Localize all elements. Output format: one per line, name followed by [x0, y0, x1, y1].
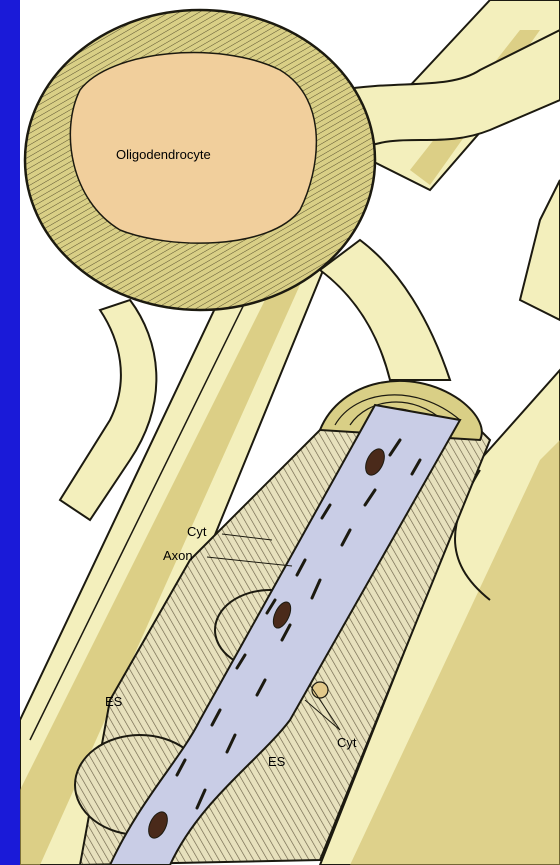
- label-cyt-lower: Cyt: [337, 735, 357, 750]
- label-axon: Axon: [163, 548, 193, 563]
- oligodendrocyte-myelin-diagram: Oligodendrocyte Cyt Axon ES ES Cyt: [20, 0, 560, 865]
- label-oligodendrocyte: Oligodendrocyte: [116, 147, 211, 162]
- cell-process-to-internode: [320, 240, 450, 380]
- label-cyt-upper: Cyt: [187, 524, 207, 539]
- diagram-panel: Oligodendrocyte Cyt Axon ES ES Cyt: [20, 0, 560, 865]
- label-es-right: ES: [268, 754, 286, 769]
- label-es-left: ES: [105, 694, 123, 709]
